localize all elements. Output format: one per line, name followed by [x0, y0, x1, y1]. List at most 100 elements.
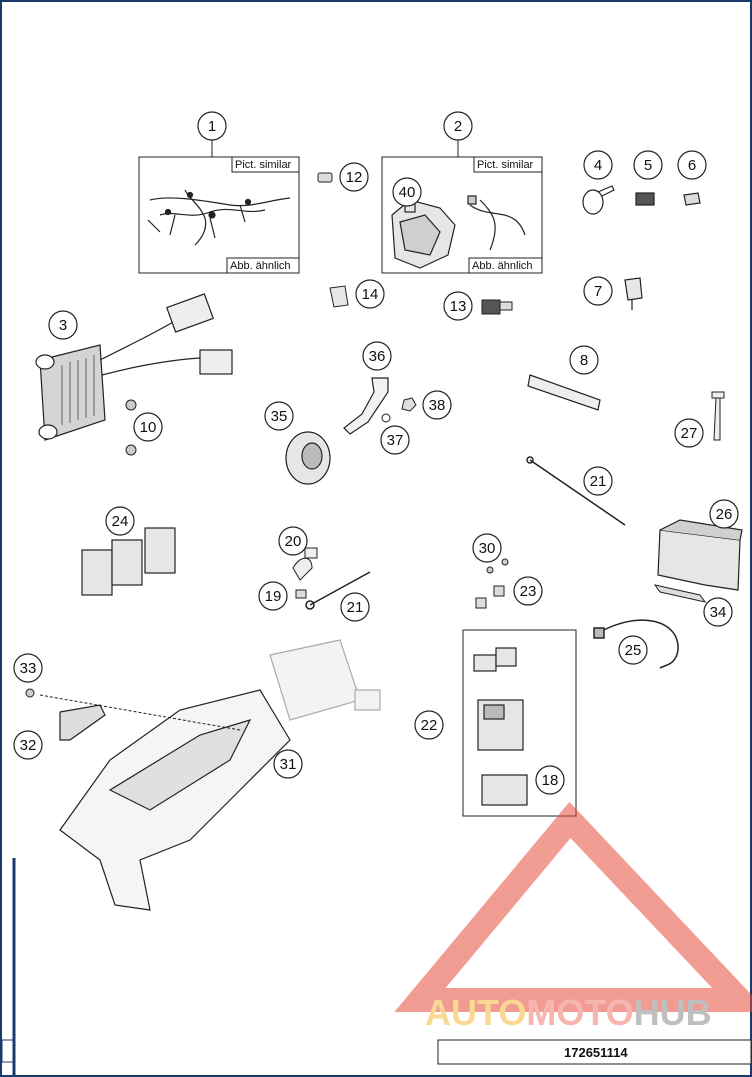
cable-holder-part — [683, 192, 701, 206]
callout-circle-18 — [535, 765, 565, 795]
callout-circle-20 — [278, 526, 308, 556]
callout-circle-12 — [339, 162, 369, 192]
callout-circle-8 — [569, 345, 599, 375]
callout-circle-10 — [133, 412, 163, 442]
box1-tag-bottom: Abb. ähnlich — [230, 260, 291, 272]
callout-label-10: 10 — [140, 419, 157, 436]
watermark-part2: MOTO — [526, 992, 633, 1033]
callout-label-38: 38 — [429, 397, 446, 414]
fuse-tool-part — [711, 391, 725, 441]
callout-label-18: 18 — [542, 772, 559, 789]
callout-label-21: 21 — [590, 473, 607, 490]
callout-circle-35 — [264, 401, 294, 431]
callout-label-40: 40 — [399, 184, 416, 201]
callout-label-22: 22 — [421, 717, 438, 734]
screw-part-10 — [125, 399, 137, 456]
wiring-harness-part — [147, 189, 291, 246]
callout-circle-19 — [258, 581, 288, 611]
callout-label-24: 24 — [112, 513, 129, 530]
callout-label-31: 31 — [280, 756, 297, 773]
callout-label-6: 6 — [688, 157, 696, 174]
fuse-part-23 — [475, 585, 505, 609]
callout-label-12: 12 — [346, 169, 363, 186]
plug-part-12 — [317, 172, 333, 183]
callout-circle-38 — [422, 390, 452, 420]
cable-tie-part — [582, 185, 615, 215]
callout-label-4: 4 — [594, 157, 602, 174]
callout-label-37: 37 — [387, 432, 404, 449]
callout-circle-5 — [633, 150, 663, 180]
relay-holder-part — [624, 277, 643, 310]
bracket-part-32 — [59, 704, 106, 741]
connector-clip-part — [635, 192, 655, 206]
watermark-part1: AUTO — [425, 992, 526, 1033]
battery-part — [657, 519, 743, 591]
callout-label-36: 36 — [369, 348, 386, 365]
positive-cable-part — [593, 619, 679, 669]
ecu-part — [391, 199, 456, 269]
callout-circle-34 — [703, 597, 733, 627]
callout-label-13: 13 — [450, 298, 467, 315]
box2-tag-bottom: Abb. ähnlich — [472, 260, 533, 272]
starter-cable-part — [305, 571, 371, 610]
horn-part — [285, 431, 331, 485]
relay-set-part — [81, 527, 176, 596]
callout-circle-22 — [414, 710, 444, 740]
battery-strap-part — [527, 374, 601, 411]
terminal-cap-part — [292, 547, 318, 581]
drawing-code-box — [437, 1039, 752, 1065]
callout-label-27: 27 — [681, 425, 698, 442]
callout-circle-24 — [105, 506, 135, 536]
starter-relay-box — [462, 629, 577, 817]
callout-label-21: 21 — [347, 599, 364, 616]
box2-tag-top: Pict. similar — [477, 159, 534, 171]
callout-circle-1 — [197, 111, 227, 141]
nut-part-19 — [295, 589, 307, 599]
horn-bracket-part — [343, 377, 389, 435]
callout-circle-13 — [443, 291, 473, 321]
callout-label-23: 23 — [520, 583, 537, 600]
drawing-code: 172651114 — [564, 1045, 628, 1060]
callout-circle-26 — [709, 499, 739, 529]
rear-fender-part — [59, 689, 291, 911]
callout-circle-7 — [583, 276, 613, 306]
callout-label-30: 30 — [479, 540, 496, 557]
callout-label-33: 33 — [20, 660, 37, 677]
callout-label-25: 25 — [625, 642, 642, 659]
starter-motor-part — [269, 639, 381, 721]
callout-label-35: 35 — [271, 408, 288, 425]
nut-part-38 — [401, 397, 417, 412]
left-margin-tab — [1, 1039, 15, 1063]
callout-label-20: 20 — [285, 533, 302, 550]
screw-part-33 — [25, 688, 35, 698]
callout-label-8: 8 — [580, 352, 588, 369]
harness-box: Pict. similar Abb. ähnlich — [138, 140, 300, 274]
plug-part-13 — [481, 299, 513, 315]
sensor-cable-part — [467, 195, 526, 251]
callout-label-26: 26 — [716, 506, 733, 523]
callout-label-14: 14 — [362, 286, 379, 303]
callout-label-32: 32 — [20, 737, 37, 754]
callout-circle-6 — [677, 150, 707, 180]
battery-pad-part — [653, 584, 707, 603]
callout-circle-23 — [513, 576, 543, 606]
callout-circle-37 — [380, 425, 410, 455]
callout-circle-27 — [674, 418, 704, 448]
callout-circle-36 — [362, 341, 392, 371]
washer-part-37 — [381, 413, 391, 423]
box1-tag-top: Pict. similar — [235, 159, 292, 171]
callout-circle-4 — [583, 150, 613, 180]
ground-cable-part — [526, 456, 626, 526]
callout-circle-3 — [48, 310, 78, 340]
callout-circle-33 — [13, 653, 43, 683]
callout-circle-40 — [392, 177, 422, 207]
callout-label-2: 2 — [454, 118, 462, 135]
callout-circle-21 — [340, 592, 370, 622]
callout-circle-21 — [583, 466, 613, 496]
watermark-part3: HUB — [634, 992, 712, 1033]
callout-circle-2 — [443, 111, 473, 141]
callout-circle-32 — [13, 730, 43, 760]
